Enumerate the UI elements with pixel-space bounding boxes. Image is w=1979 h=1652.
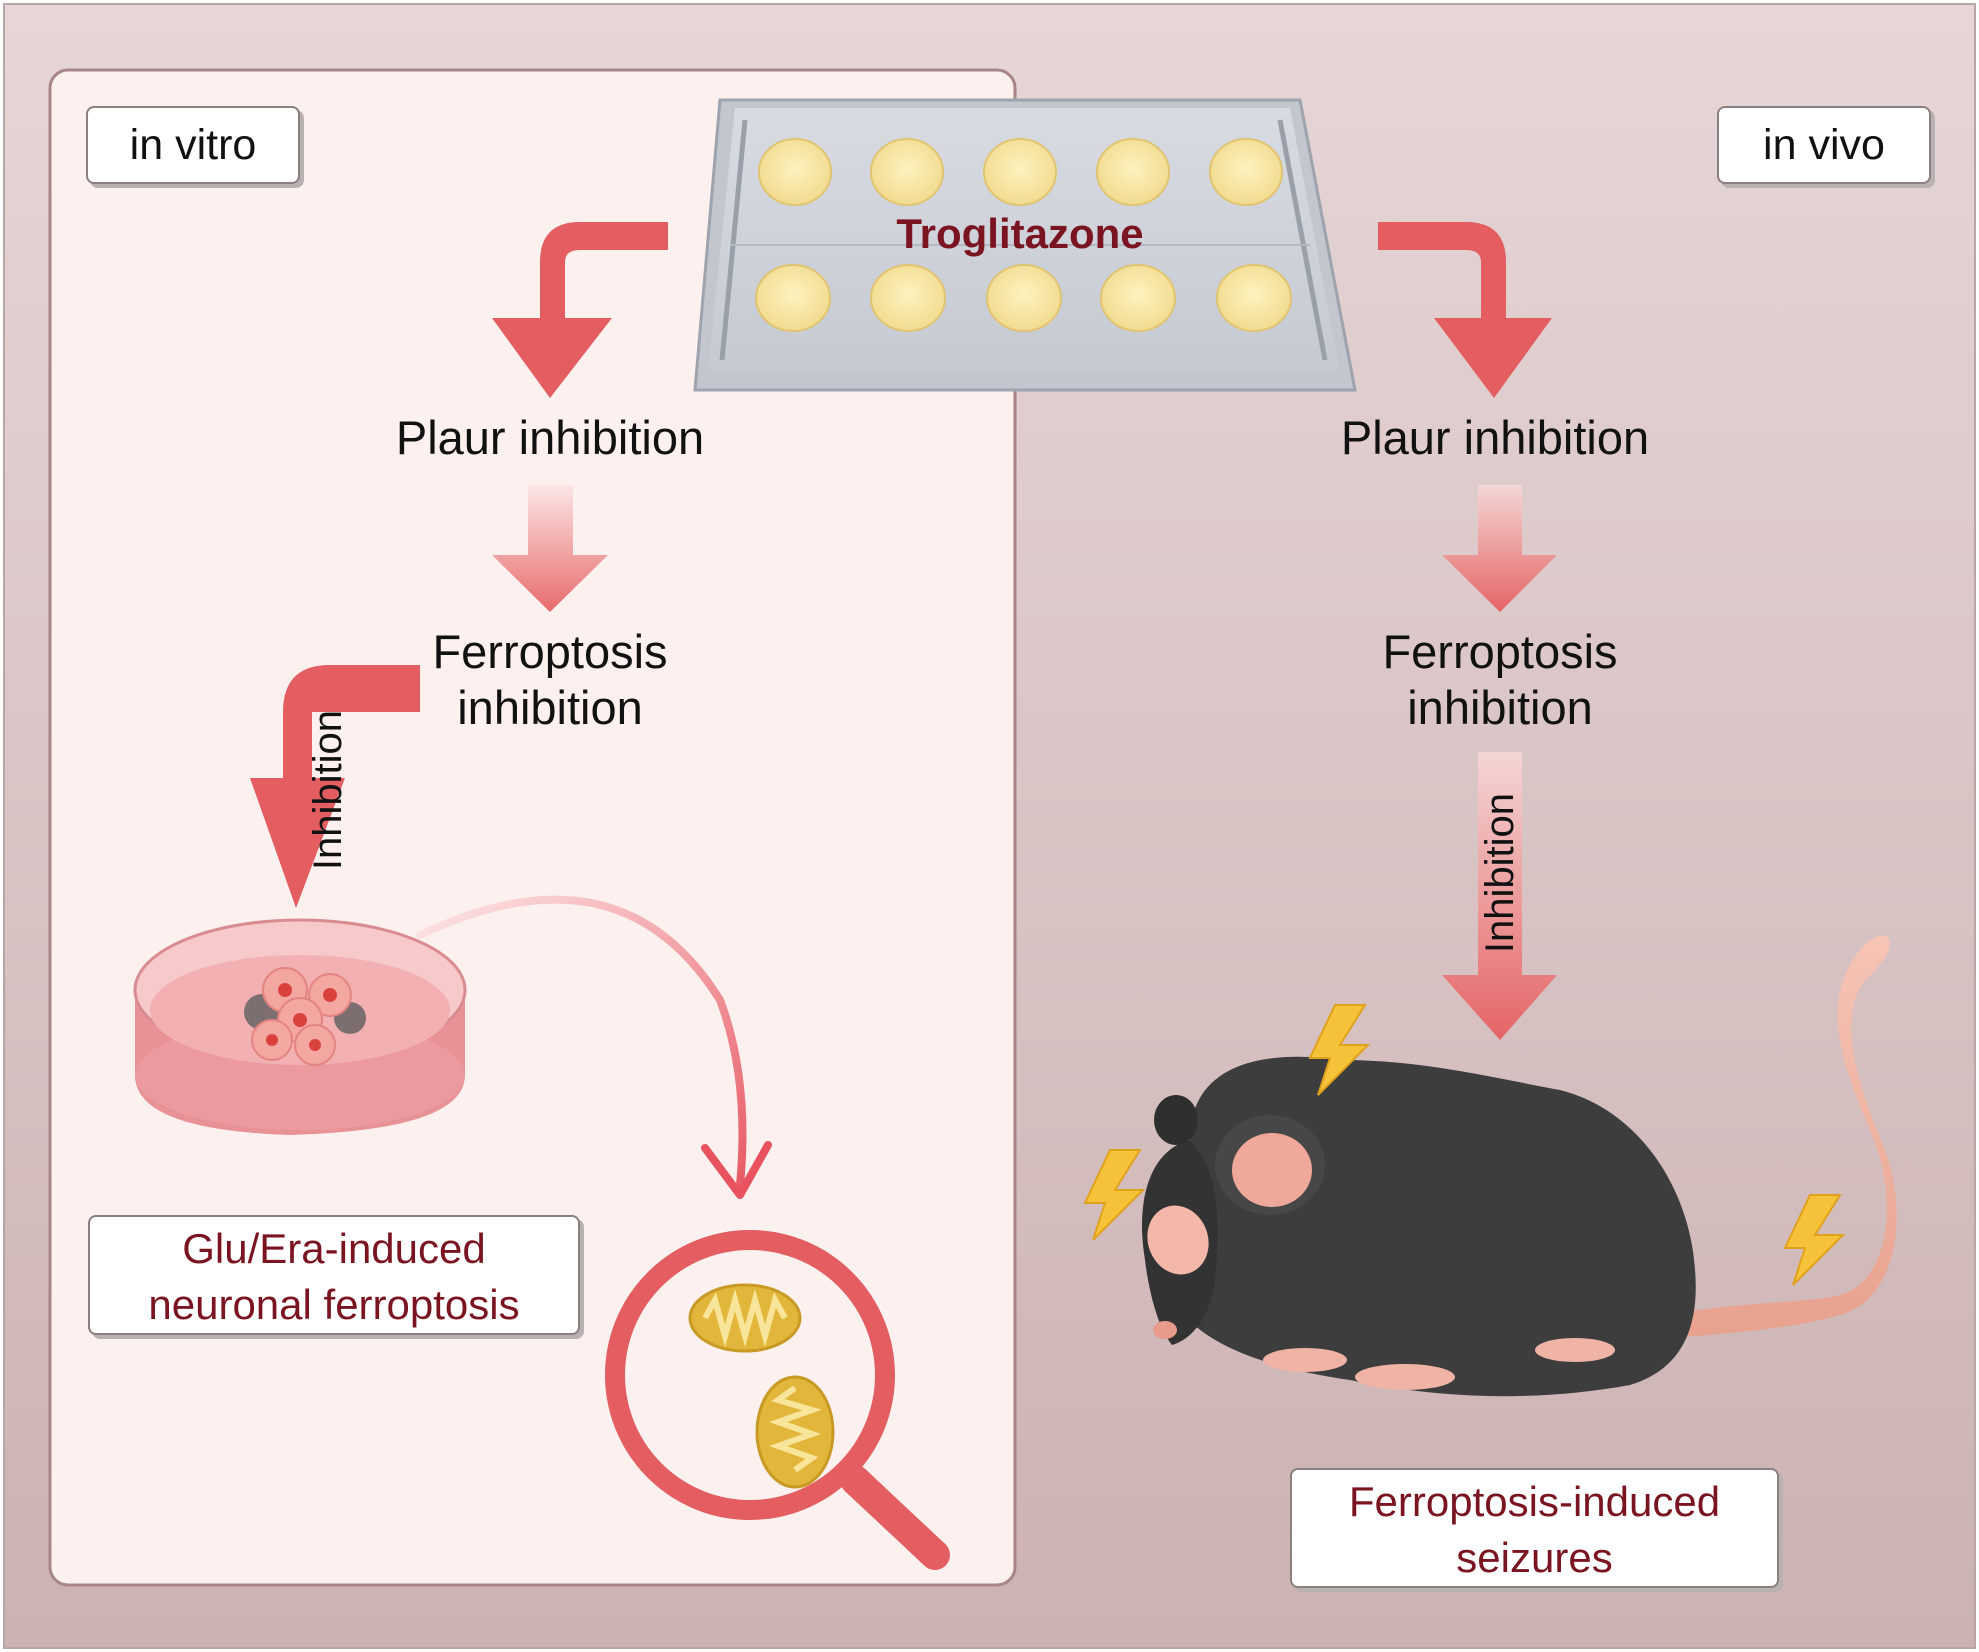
arrow-plaur-to-ferroptosis-in-vitro	[492, 485, 608, 612]
in-vivo-ferroptosis-inhibition-line2: inhibition	[1407, 681, 1593, 734]
curved-arrow-to-magnifier	[416, 895, 747, 1189]
pills	[755, 138, 1292, 332]
in-vitro-ferroptosis-inhibition-line1: Ferroptosis	[432, 625, 668, 678]
in-vitro-outcome-box: Glu/Era-induced neuronal ferroptosis	[88, 1215, 580, 1335]
arrow-inhibition-in-vivo	[1442, 752, 1557, 1040]
in-vivo-outcome-line1: Ferroptosis-induced	[1348, 1478, 1721, 1525]
in-vivo-ferroptosis-inhibition-line1: Ferroptosis	[1382, 625, 1618, 678]
in-vivo-outcome-box: Ferroptosis-induced seizures	[1290, 1468, 1779, 1588]
in-vivo-tag: in vivo	[1717, 106, 1931, 184]
in-vitro-plaur-inhibition: Plaur inhibition	[395, 411, 705, 464]
in-vivo-inhibition-label: Inhibition	[1478, 792, 1522, 954]
in-vitro-outcome-line2: neuronal ferroptosis	[148, 1281, 520, 1328]
mouse-illustration	[1142, 935, 1897, 1397]
arrow-inhibition-in-vitro	[250, 665, 420, 908]
arrow-tray-to-in-vivo	[1378, 222, 1552, 398]
mitochondria	[688, 1283, 835, 1489]
in-vitro-inhibition-label: Inhibition	[306, 709, 350, 871]
in-vivo-plaur-inhibition: Plaur inhibition	[1340, 411, 1650, 464]
in-vitro-outcome-line1: Glu/Era-induced	[182, 1225, 486, 1272]
in-vivo-outcome-line2: seizures	[1456, 1534, 1613, 1581]
arrow-tray-to-in-vitro	[492, 222, 668, 398]
in-vitro-panel	[48, 68, 1017, 1587]
petri-dish	[133, 918, 467, 1135]
in-vitro-ferroptosis-inhibition-line2: inhibition	[457, 681, 643, 734]
lightning-icon	[1083, 1004, 1846, 1286]
drug-name: Troglitazone	[896, 210, 1144, 257]
arrow-plaur-to-ferroptosis-in-vivo	[1442, 485, 1557, 612]
pill-tray	[693, 98, 1357, 392]
in-vitro-tag: in vitro	[86, 106, 300, 184]
